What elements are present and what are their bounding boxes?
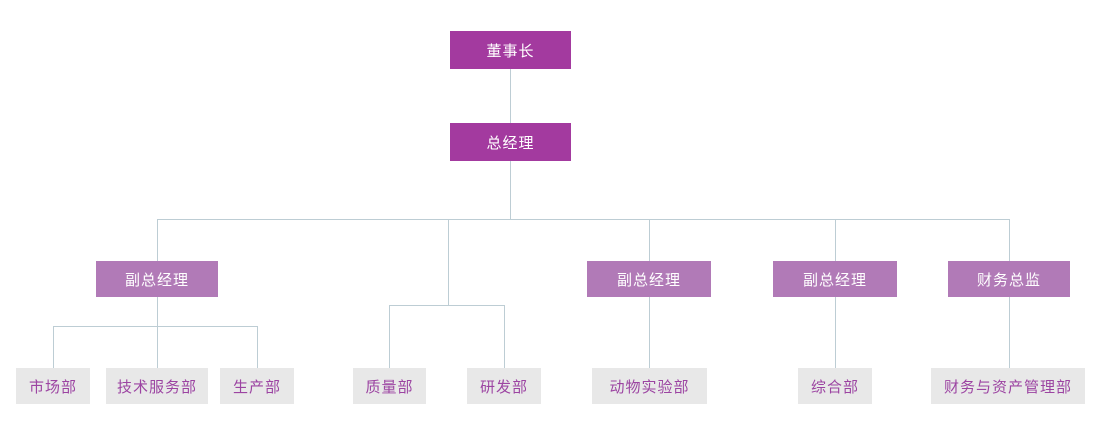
- connector-chairman-gm: [510, 69, 511, 123]
- connector-drop-deputy3: [835, 219, 836, 261]
- org-node-chairman: 董事长: [450, 31, 571, 69]
- connector-mid-rail: [389, 305, 504, 306]
- org-node-general-affairs-dept: 综合部: [798, 368, 872, 404]
- org-node-deputy-gm-1: 副总经理: [96, 261, 218, 297]
- connector-left-rail: [53, 326, 257, 327]
- org-node-animal-lab-dept: 动物实验部: [592, 368, 707, 404]
- org-node-deputy-gm-3: 副总经理: [773, 261, 897, 297]
- connector-drop-deputy1: [157, 219, 158, 261]
- org-node-marketing-dept: 市场部: [16, 368, 90, 404]
- connector-drop-general-affairs: [835, 297, 836, 368]
- org-node-finance-asset-dept: 财务与资产管理部: [931, 368, 1085, 404]
- org-node-deputy-gm-2: 副总经理: [587, 261, 711, 297]
- connector-drop-mid-branch: [448, 219, 449, 305]
- org-node-technical-service-dept: 技术服务部: [106, 368, 208, 404]
- org-node-general-manager: 总经理: [450, 123, 571, 161]
- org-node-finance-director: 财务总监: [948, 261, 1070, 297]
- connector-drop-research: [504, 305, 505, 368]
- connector-drop-finance-asset: [1009, 297, 1010, 368]
- connector-drop-production: [257, 326, 258, 368]
- connector-drop-technical-service: [157, 326, 158, 368]
- connector-deputy1-stem: [157, 297, 158, 326]
- connector-drop-animal-lab: [649, 297, 650, 368]
- connector-drop-marketing: [53, 326, 54, 368]
- org-node-research-dept: 研发部: [467, 368, 541, 404]
- connector-main-rail: [157, 219, 1010, 220]
- org-node-quality-dept: 质量部: [353, 368, 426, 404]
- connector-drop-quality: [389, 305, 390, 368]
- connector-drop-finance-director: [1009, 219, 1010, 261]
- connector-gm-trunk: [510, 161, 511, 219]
- connector-drop-deputy2: [649, 219, 650, 261]
- org-node-production-dept: 生产部: [220, 368, 294, 404]
